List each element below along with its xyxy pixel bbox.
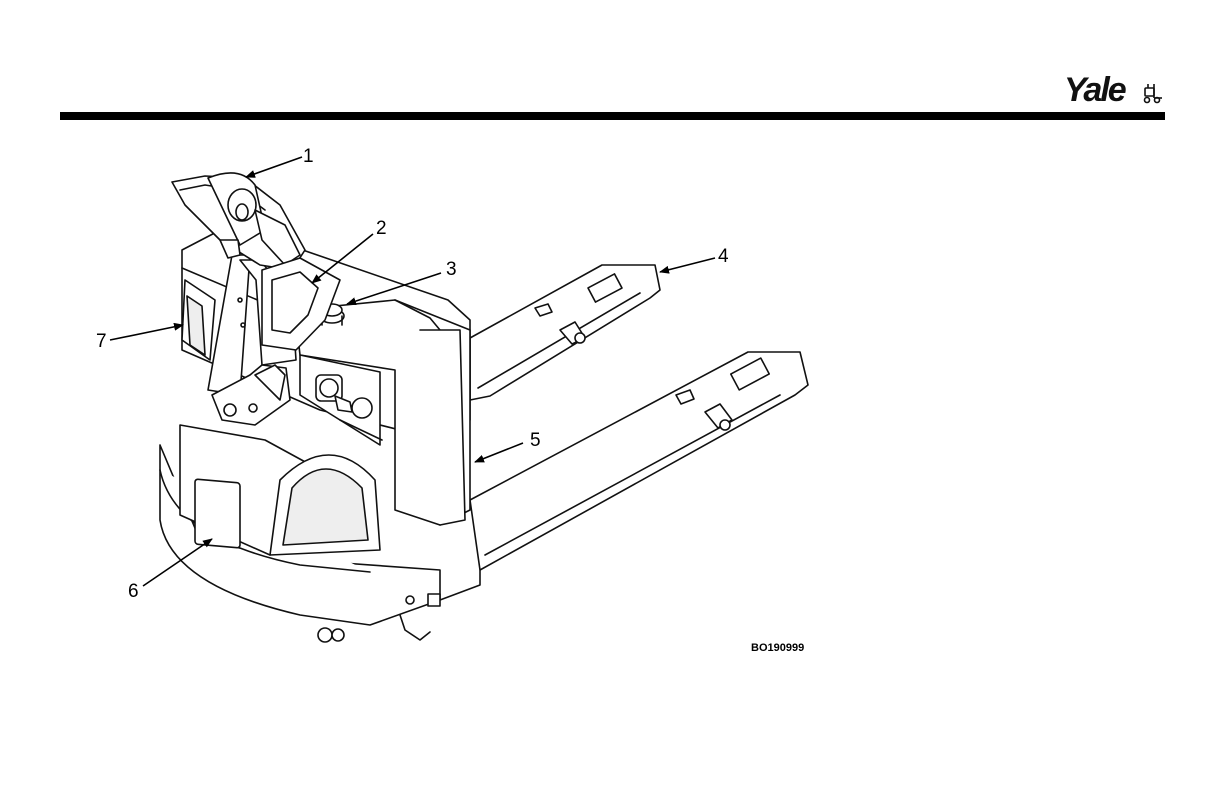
leader-7 [110, 325, 183, 340]
callout-6: 6 [128, 581, 139, 602]
callout-4: 4 [718, 246, 729, 267]
steer-wheel [318, 628, 332, 642]
figure-id: BO190999 [751, 642, 804, 654]
leader-5 [475, 443, 523, 462]
load-wheel [406, 596, 414, 604]
leader-1 [246, 157, 302, 177]
fork-front [470, 352, 808, 570]
truck-line-art [160, 173, 808, 642]
leader-4 [660, 258, 715, 272]
callout-3: 3 [446, 259, 457, 280]
callout-5: 5 [530, 430, 541, 451]
callout-2: 2 [376, 218, 387, 239]
callout-7: 7 [96, 331, 107, 352]
callout-1: 1 [303, 146, 314, 167]
